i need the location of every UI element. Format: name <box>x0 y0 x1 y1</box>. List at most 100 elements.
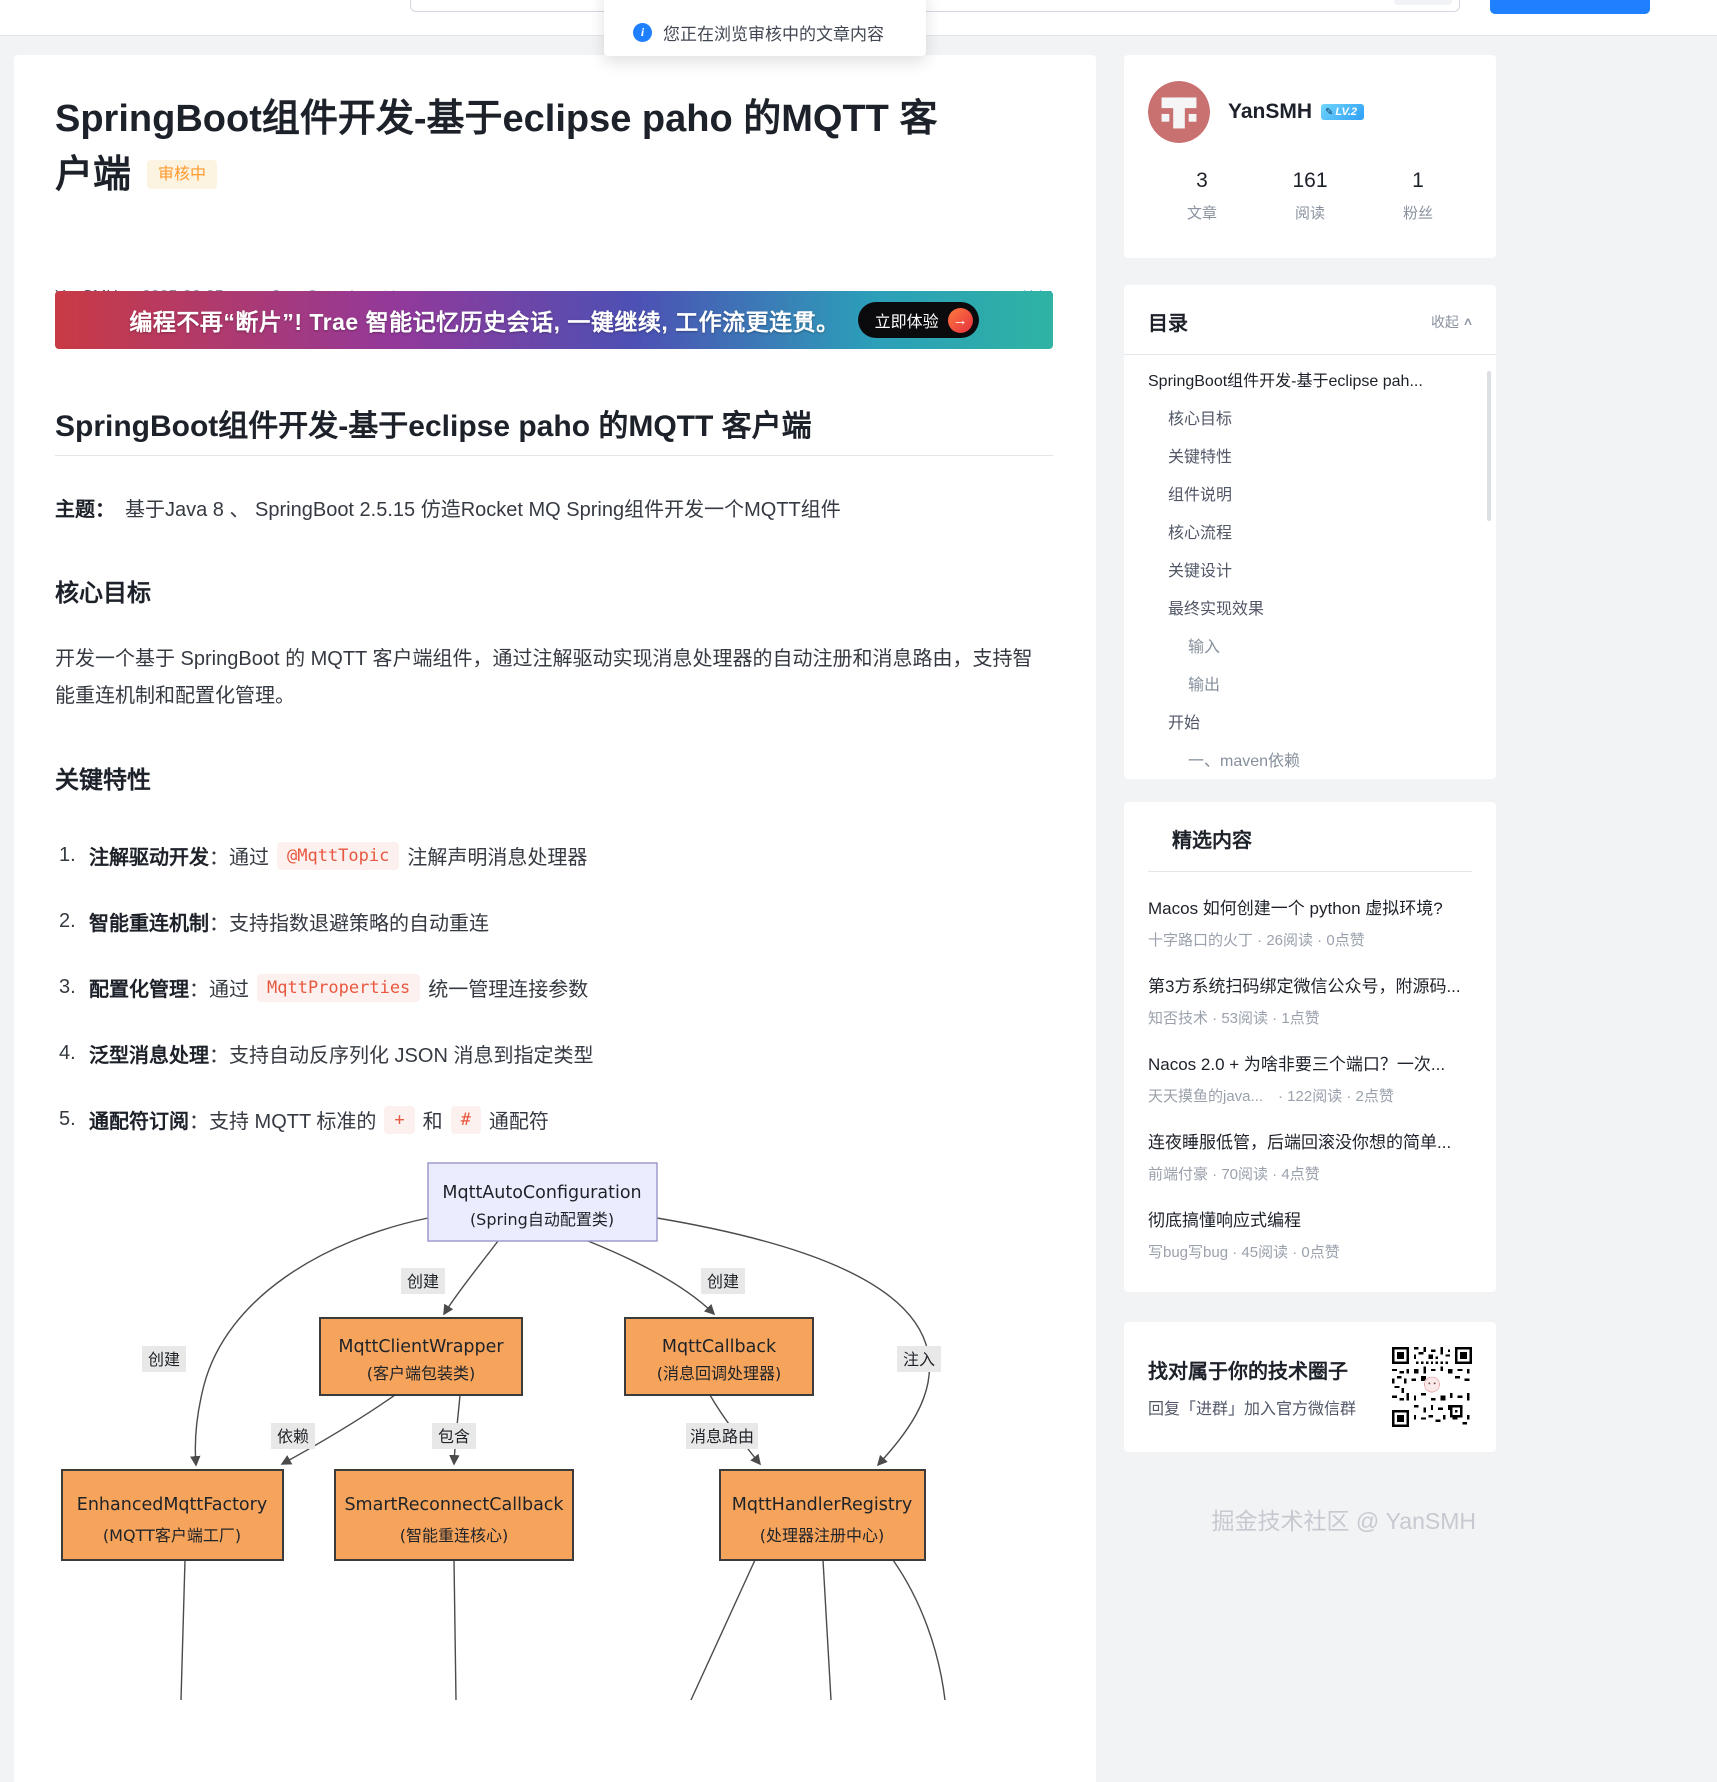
toc-scrollbar[interactable] <box>1487 371 1491 521</box>
edge-inject <box>656 1217 931 1467</box>
author-name-text: YanSMH <box>1228 100 1313 123</box>
toc-item[interactable]: 核心流程 <box>1168 525 1233 542</box>
featured-item-title[interactable]: 第3方系统扫码绑定微信公众号，附源码... <box>1148 977 1461 996</box>
toc-item[interactable]: 组件说明 <box>1168 487 1233 504</box>
search-input[interactable] <box>410 0 1460 12</box>
toc-item[interactable]: 核心目标 <box>1168 411 1233 428</box>
feature-text: 通过 <box>229 847 269 869</box>
featured-item-title[interactable]: Nacos 2.0 + 为啥非要三个端口？一次... <box>1148 1055 1446 1074</box>
search-shortcut-pill <box>1394 0 1452 5</box>
edge-cutoff <box>892 1559 946 1701</box>
toc-item[interactable]: 输入 <box>1188 639 1221 656</box>
collapse-label: 收起 <box>1430 313 1459 330</box>
feature-text: 支持自动反序列化 JSON 消息到指定类型 <box>229 1045 594 1067</box>
edge-cutoff <box>822 1559 832 1701</box>
edge-create-far-left <box>190 1217 429 1467</box>
feature-colon: ： <box>209 847 229 869</box>
toc-item[interactable]: SpringBoot组件开发-基于eclipse pah... <box>1148 373 1423 390</box>
stat-label: 粉丝 <box>1402 205 1433 222</box>
toc-item[interactable]: 关键设计 <box>1168 563 1233 580</box>
feature-label: 智能重连机制 <box>89 913 209 935</box>
author-card: YanSMH ✎LV.2 3 文章 161 阅读 1 粉丝 <box>1124 55 1496 258</box>
featured-item-title[interactable]: 彻底搞懂响应式编程 <box>1148 1211 1301 1230</box>
stat-articles[interactable]: 3 文章 <box>1148 169 1256 223</box>
svg-text:创建: 创建 <box>407 1272 439 1291</box>
core-goal-heading: 核心目标 <box>55 580 151 607</box>
ad-banner-text: 编程不再“断片”! Trae 智能记忆历史会话, 一键继续, 工作流更连贯。 <box>129 309 840 335</box>
feature-text: 统一管理连接参数 <box>428 979 589 1001</box>
stat-value: 3 <box>1196 169 1208 192</box>
featured-item[interactable]: 彻底搞懂响应式编程 写bug写bug · 45阅读 · 0点赞 <box>1148 1206 1472 1262</box>
toc-item[interactable]: 最终实现效果 <box>1168 601 1265 618</box>
feature-label: 通配符订阅 <box>89 1111 189 1133</box>
stat-label: 文章 <box>1186 205 1217 222</box>
list-number: 3. <box>59 976 76 998</box>
primary-action-button[interactable] <box>1490 0 1650 14</box>
svg-text:创建: 创建 <box>148 1350 180 1369</box>
stat-followers[interactable]: 1 粉丝 <box>1364 169 1472 223</box>
svg-text:(Spring自动配置类): (Spring自动配置类) <box>470 1210 614 1229</box>
featured-item[interactable]: 连夜睡服低管，后端回滚没你想的简单... 前端付豪 · 70阅读 · 4点赞 <box>1148 1128 1472 1184</box>
featured-item[interactable]: 第3方系统扫码绑定微信公众号，附源码... 知否技术 · 53阅读 · 1点赞 <box>1148 972 1472 1028</box>
inline-code: # <box>450 1105 481 1134</box>
svg-text:消息路由: 消息路由 <box>690 1427 754 1446</box>
ad-cta-button[interactable]: 立即体验 → <box>857 302 979 338</box>
feature-colon: ： <box>209 913 229 935</box>
toc-card: 目录 收起∧ SpringBoot组件开发-基于eclipse pah... 核… <box>1124 285 1496 779</box>
edge-label: 创建 <box>701 1268 745 1294</box>
stat-value: 161 <box>1292 169 1328 192</box>
diagram-node-registry: MqttHandlerRegistry (处理器注册中心) <box>719 1469 926 1561</box>
featured-item[interactable]: Nacos 2.0 + 为啥非要三个端口？一次... 天天摸鱼的java... … <box>1148 1050 1472 1106</box>
featured-item-title[interactable]: 连夜睡服低管，后端回滚没你想的简单... <box>1148 1133 1452 1152</box>
ad-banner[interactable]: 编程不再“断片”! Trae 智能记忆历史会话, 一键继续, 工作流更连贯。 立… <box>55 291 1053 349</box>
diagram-node-reconnect: SmartReconnectCallback (智能重连核心) <box>334 1469 574 1561</box>
diagram-node-client-wrapper: MqttClientWrapper (客户端包装类) <box>319 1317 523 1396</box>
edge-cutoff <box>453 1559 457 1701</box>
diagram-node-factory: EnhancedMqttFactory (MQTT客户端工厂) <box>61 1469 284 1561</box>
ad-cta-label: 立即体验 <box>874 314 939 331</box>
feature-item: 5. 通配符订阅：支持 MQTT 标准的+和#通配符 <box>59 1105 1049 1134</box>
svg-text:(MQTT客户端工厂): (MQTT客户端工厂) <box>103 1526 241 1545</box>
svg-text:MqttHandlerRegistry: MqttHandlerRegistry <box>732 1495 912 1515</box>
article-title-text: SpringBoot组件开发-基于eclipse paho 的MQTT 客户端 <box>55 98 938 197</box>
feature-text: 支持指数退避策略的自动重连 <box>229 913 489 935</box>
qr-code <box>1392 1347 1472 1427</box>
svg-text:依赖: 依赖 <box>277 1427 309 1446</box>
edge-label: 注入 <box>897 1346 941 1372</box>
avatar[interactable] <box>1148 81 1210 143</box>
inline-code: @MqttTopic <box>277 841 400 870</box>
status-badge: 审核中 <box>147 160 218 190</box>
features-heading: 关键特性 <box>55 767 151 794</box>
featured-item[interactable]: Macos 如何创建一个 python 虚拟环境? 十字路口的火丁 · 26阅读… <box>1148 894 1472 950</box>
toc-item[interactable]: 输出 <box>1188 677 1221 694</box>
toc-title: 目录 <box>1148 313 1188 335</box>
architecture-diagram: 创建 创建 创建 注入 依赖 包含 <box>55 1160 1055 1782</box>
edge-cutoff <box>690 1559 756 1701</box>
edge-label: 消息路由 <box>686 1423 758 1449</box>
svg-text:(智能重连核心): (智能重连核心) <box>400 1526 509 1545</box>
diagram-node-callback: MqttCallback (消息回调处理器) <box>624 1317 814 1396</box>
edge-label: 依赖 <box>271 1423 315 1449</box>
stat-reads[interactable]: 161 阅读 <box>1256 169 1364 223</box>
toc-item[interactable]: 开始 <box>1168 715 1201 732</box>
article-h2: SpringBoot组件开发-基于eclipse paho 的MQTT 客户端 <box>55 410 812 443</box>
divider <box>1148 871 1472 872</box>
feature-item: 4. 泛型消息处理：支持自动反序列化 JSON 消息到指定类型 <box>59 1039 1049 1068</box>
svg-text:包含: 包含 <box>438 1427 470 1446</box>
pencil-icon: ✎ <box>1325 106 1334 118</box>
toc-item[interactable]: 关键特性 <box>1168 449 1233 466</box>
core-goal-text: 开发一个基于 SpringBoot 的 MQTT 客户端组件，通过注解驱动实现消… <box>55 648 1033 707</box>
toc-item[interactable]: 一、maven依赖 <box>1188 753 1301 770</box>
svg-text:(消息回调处理器): (消息回调处理器) <box>657 1364 782 1383</box>
toc-collapse-button[interactable]: 收起∧ <box>1430 312 1474 332</box>
featured-item-title[interactable]: Macos 如何创建一个 python 虚拟环境? <box>1148 899 1443 918</box>
community-card[interactable]: 找对属于你的技术圈子 回复「进群」加入官方微信群 <box>1124 1322 1496 1452</box>
edge-create-left <box>443 1240 499 1316</box>
sidebar-author-name[interactable]: YanSMH ✎LV.2 <box>1228 100 1365 124</box>
feature-colon: ： <box>209 1045 229 1067</box>
feature-colon: ： <box>189 1111 209 1133</box>
stat-value: 1 <box>1412 169 1424 192</box>
diagram-node-auto-configuration: MqttAutoConfiguration (Spring自动配置类) <box>427 1162 658 1242</box>
featured-card: 精选内容 Macos 如何创建一个 python 虚拟环境? 十字路口的火丁 ·… <box>1124 802 1496 1292</box>
